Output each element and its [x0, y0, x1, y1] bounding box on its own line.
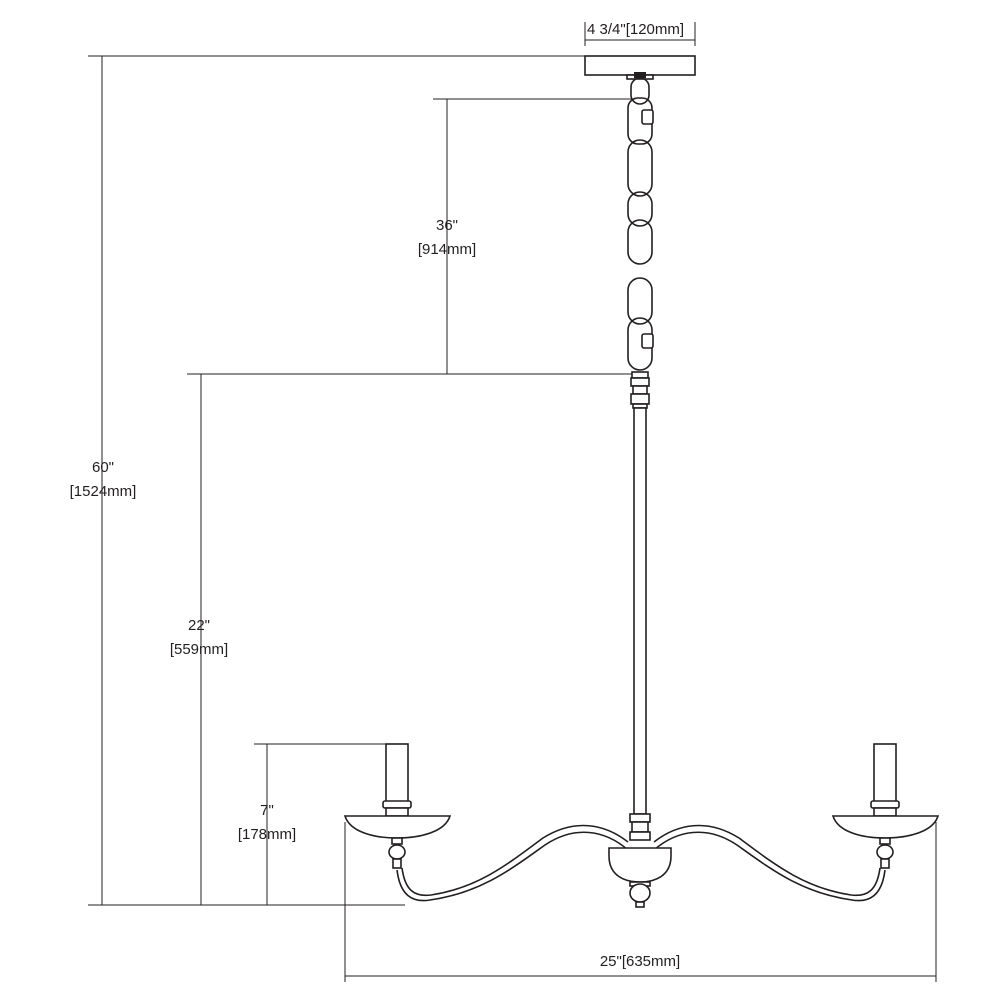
candle-height-imperial: 7" — [260, 802, 274, 819]
stem-coupling — [630, 377, 650, 409]
left-arm — [396, 824, 629, 902]
down-rod — [629, 407, 651, 841]
overall-height-dimension: 60" [1524mm] — [70, 55, 585, 906]
center-body — [608, 847, 672, 908]
left-candle-assembly — [343, 743, 452, 869]
body-height-imperial: 22" — [188, 617, 210, 634]
canopy-width-label: 4 3/4"[120mm] — [587, 21, 684, 38]
overall-width-label: 25"[635mm] — [600, 953, 680, 970]
body-height-metric: [559mm] — [170, 641, 228, 658]
body-height-dimension: 22" [559mm] — [170, 373, 640, 905]
ceiling-canopy — [584, 55, 696, 80]
overall-width-dimension: 25"[635mm] — [344, 822, 937, 982]
right-arm — [653, 824, 886, 902]
chain-length-metric: [914mm] — [418, 241, 476, 258]
chain-length-imperial: 36" — [436, 217, 458, 234]
right-candle-assembly — [831, 743, 940, 869]
chain-upper — [627, 77, 654, 265]
chain-lower — [627, 277, 654, 379]
overall-height-imperial: 60" — [92, 459, 114, 476]
chain-length-dimension: 36" [914mm] — [418, 98, 635, 374]
overall-height-metric: [1524mm] — [70, 483, 137, 500]
candle-height-metric: [178mm] — [238, 826, 296, 843]
candle-height-dimension: 7" [178mm] — [238, 743, 386, 905]
canopy-width-dimension: 4 3/4"[120mm] — [584, 21, 696, 46]
